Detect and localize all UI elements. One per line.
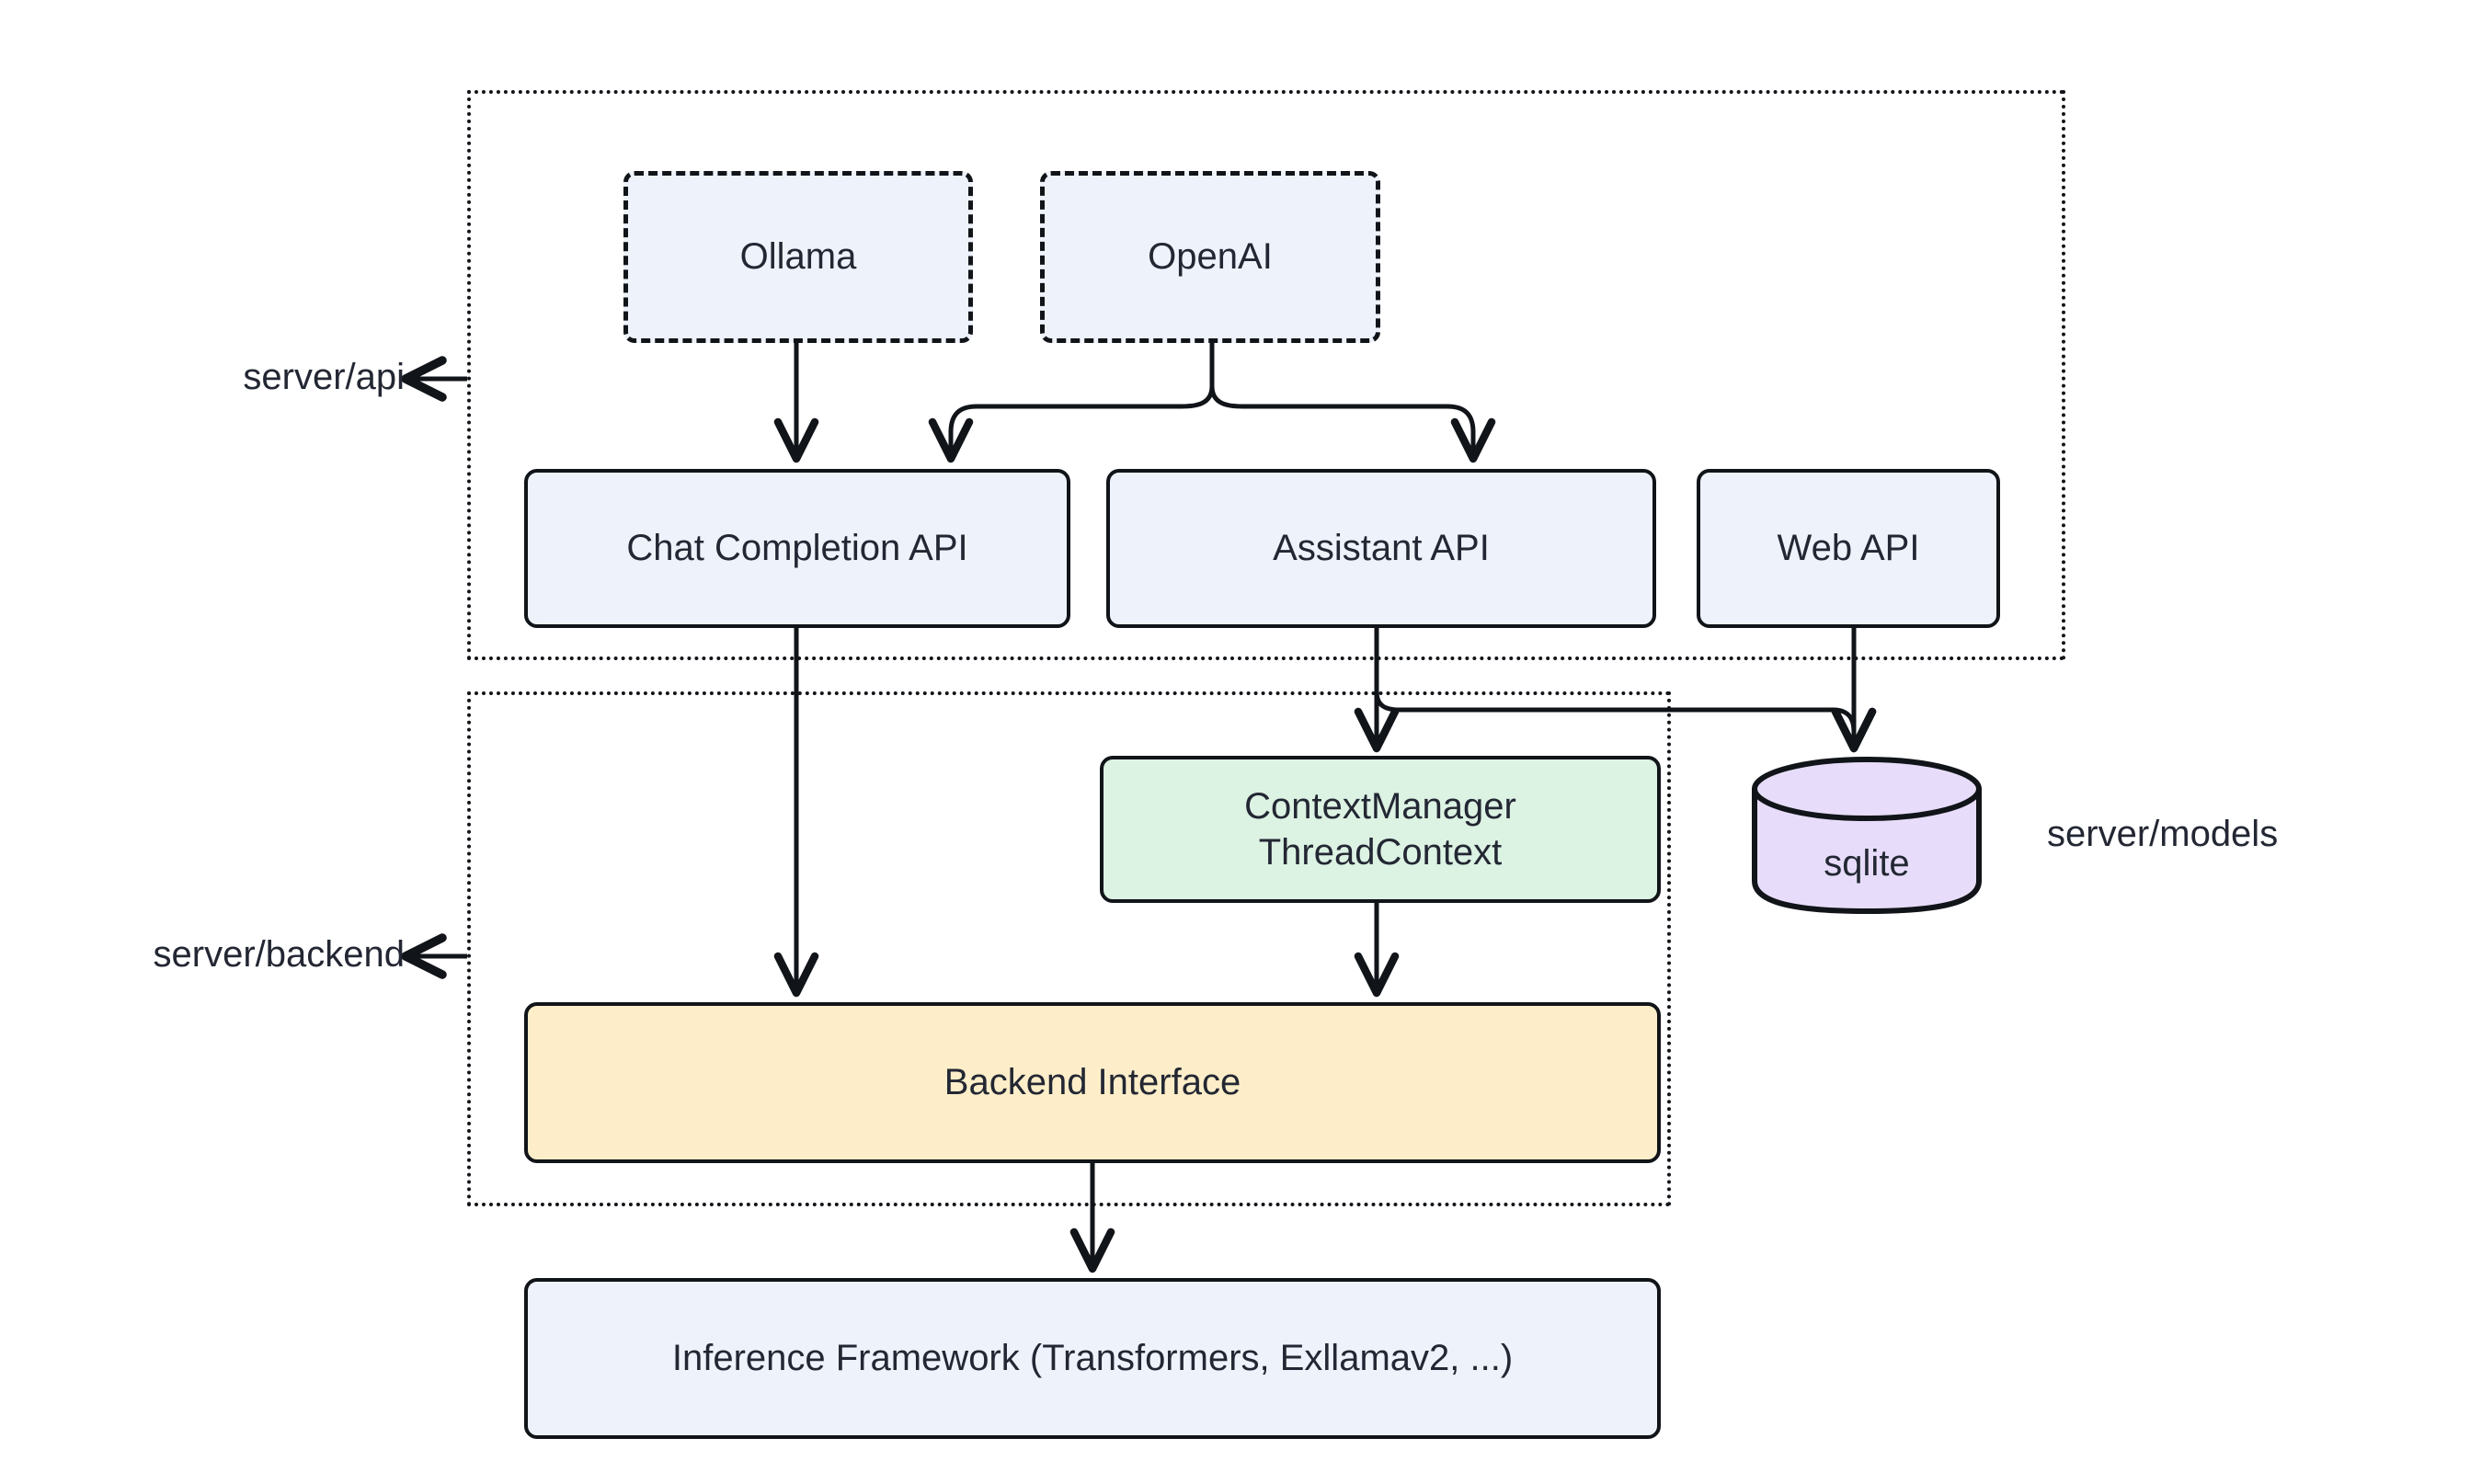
node-openai-label: OpenAI [1148,236,1273,278]
group-server-api [467,90,2065,660]
node-context-manager[interactable]: ContextManager ThreadContext [1100,756,1661,903]
node-assistant-api-label: Assistant API [1273,528,1490,569]
node-web-api[interactable]: Web API [1697,469,2000,628]
node-assistant-api[interactable]: Assistant API [1106,469,1656,628]
node-context-manager-line2: ThreadContext [1258,832,1503,873]
caption-server-api: server/api [243,357,405,397]
caption-server-backend: server/backend [153,934,405,975]
node-backend-interface-label: Backend Interface [943,1062,1241,1103]
node-ollama-label: Ollama [739,236,857,278]
node-web-api-label: Web API [1777,528,1920,569]
node-chat-completion-api-label: Chat Completion API [626,528,968,569]
node-backend-interface[interactable]: Backend Interface [524,1002,1661,1163]
node-inference-framework-label: Inference Framework (Transformers, Exlla… [671,1338,1514,1379]
caption-server-models: server/models [2047,814,2279,854]
node-chat-completion-api[interactable]: Chat Completion API [524,469,1070,628]
node-ollama[interactable]: Ollama [623,171,973,343]
node-context-manager-line1: ContextManager [1244,785,1516,827]
node-sqlite[interactable]: sqlite [1751,756,1983,914]
node-openai[interactable]: OpenAI [1040,171,1380,343]
group-server-backend [467,691,1671,1206]
node-inference-framework[interactable]: Inference Framework (Transformers, Exlla… [524,1278,1661,1439]
node-sqlite-label: sqlite [1824,843,1910,884]
